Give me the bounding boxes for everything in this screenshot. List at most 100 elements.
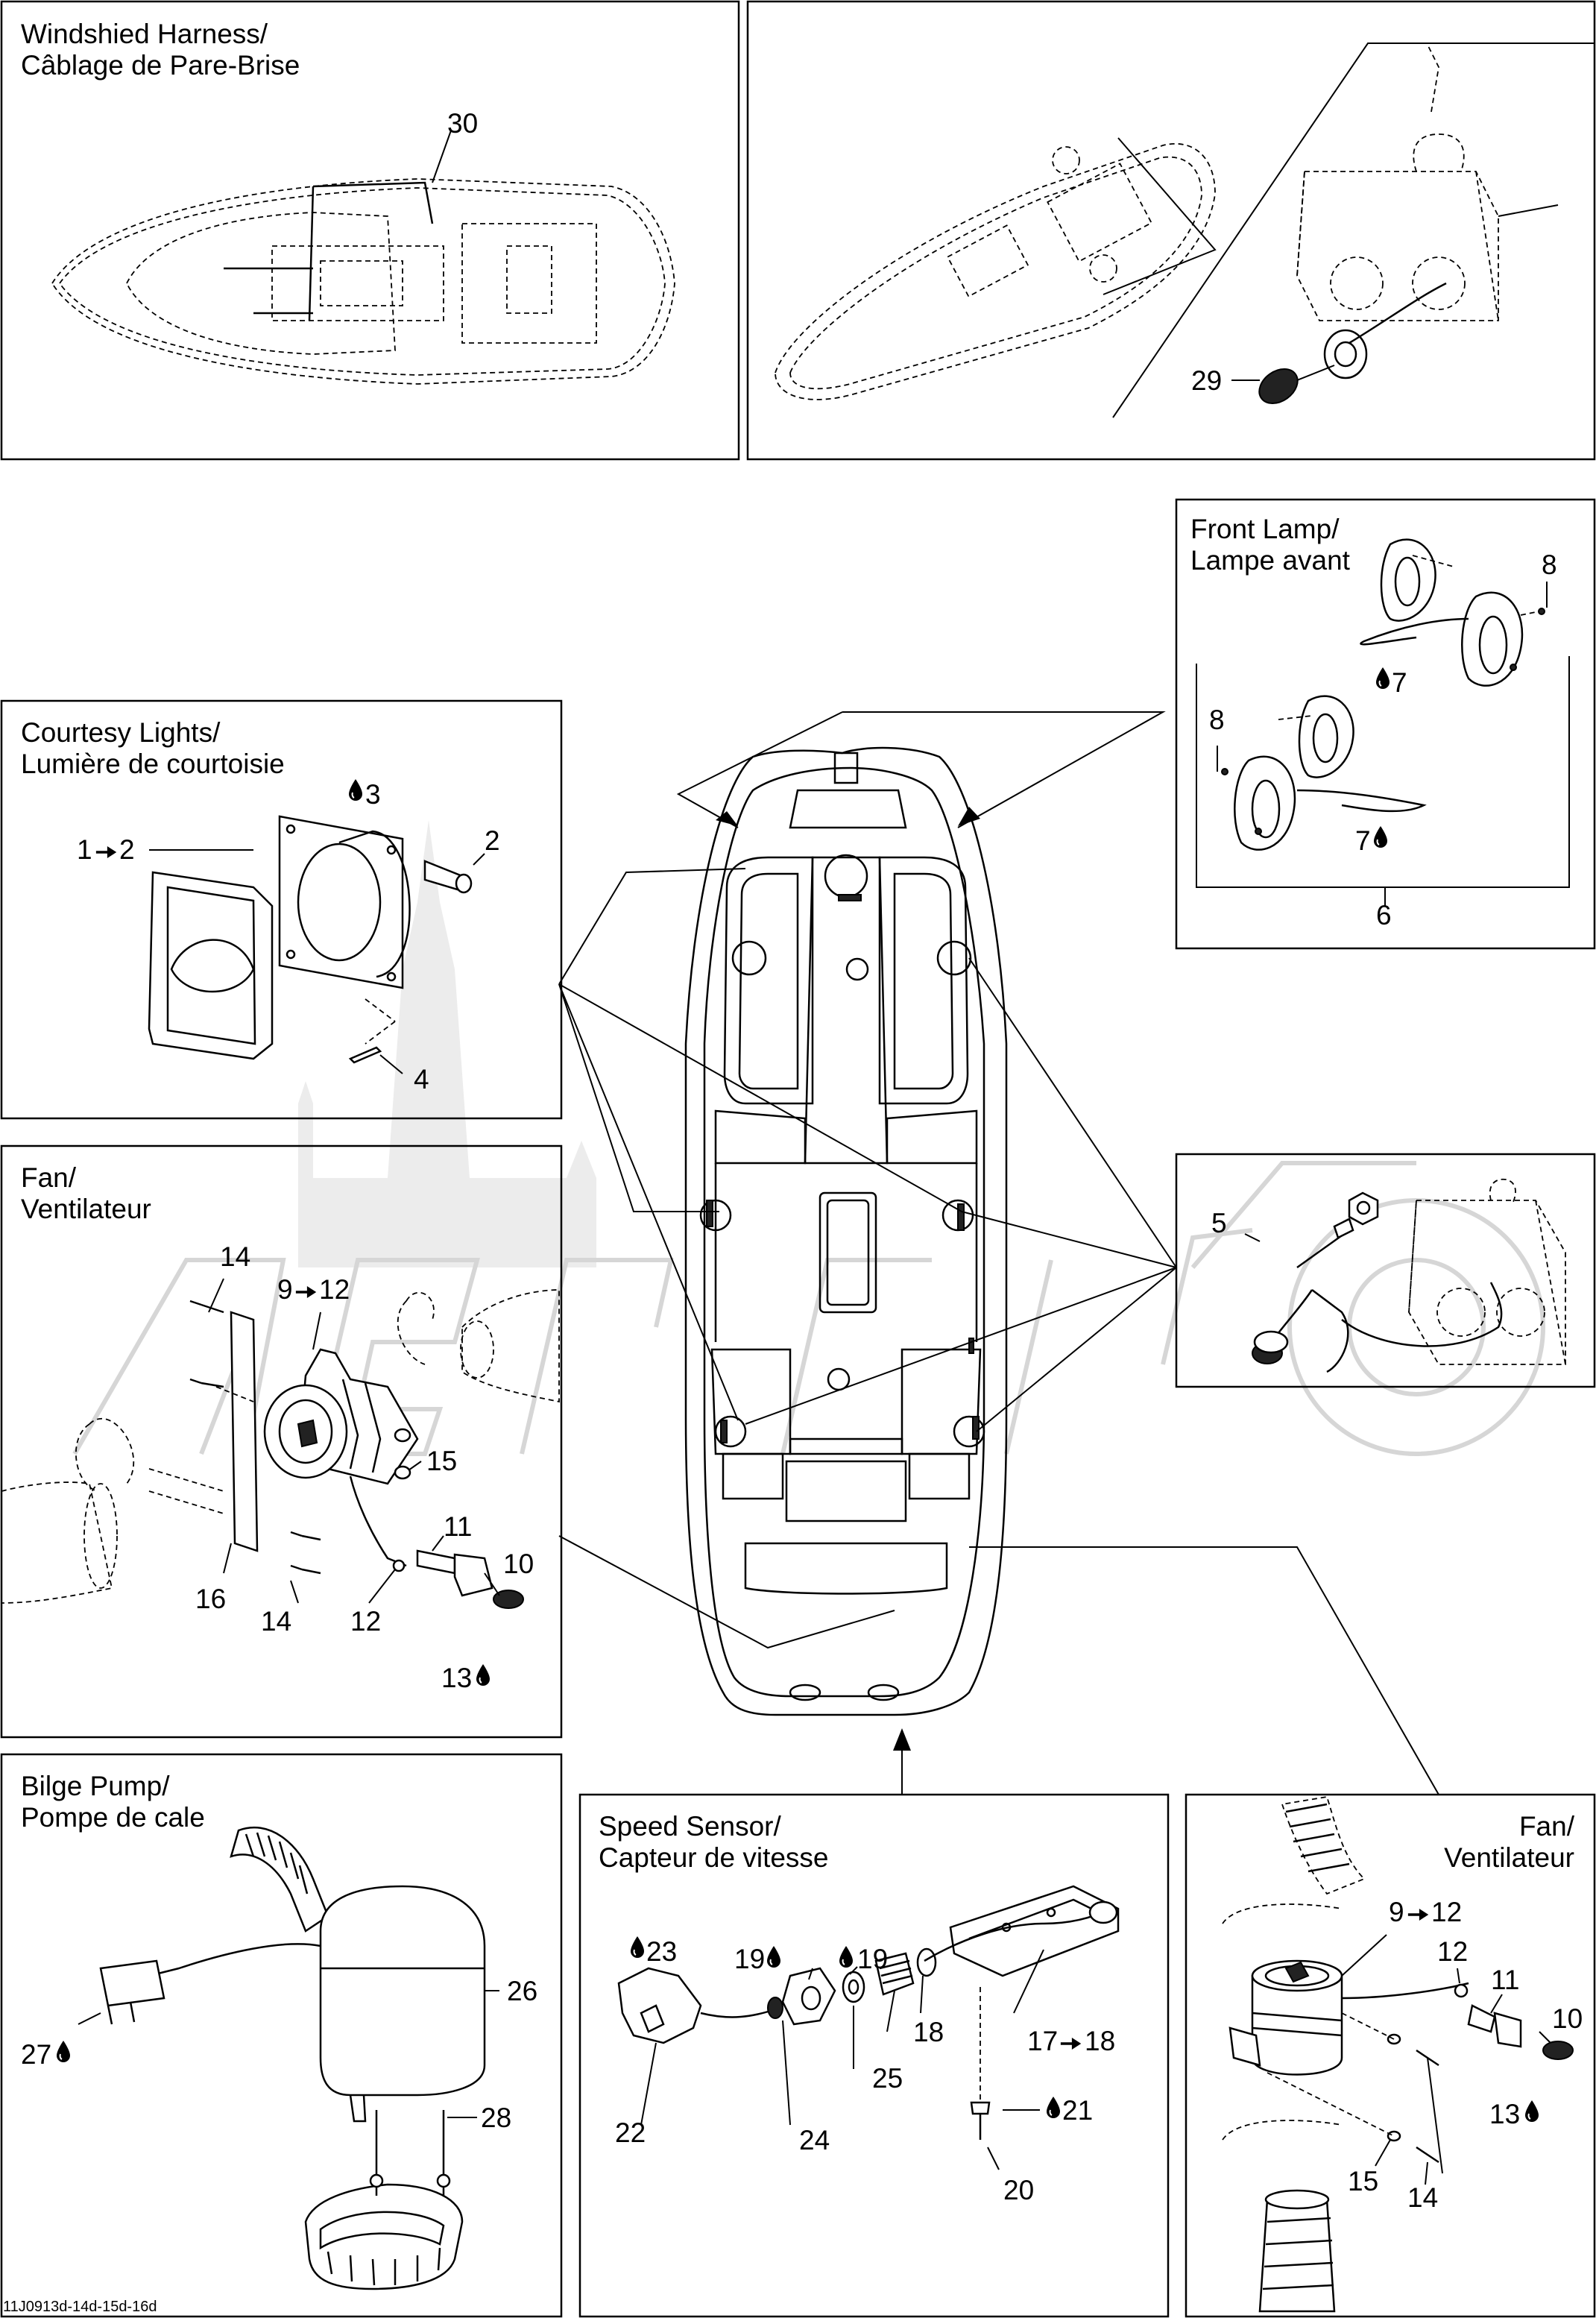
label-16: 16 xyxy=(195,1584,226,1614)
courtesy-light-drawing xyxy=(148,815,473,1064)
label-13: 13 xyxy=(441,1663,472,1693)
leader-16 xyxy=(223,1543,232,1574)
right-arrow-icon xyxy=(1407,1907,1430,1922)
windshield-hull-drawing xyxy=(51,178,675,385)
leader-12r xyxy=(1457,1968,1460,1984)
label-12r-a: 12 xyxy=(1431,1897,1462,1927)
label-20: 20 xyxy=(1003,2175,1034,2205)
bilge-title-1: Bilge Pump/ xyxy=(21,1771,170,1801)
windshield-panel xyxy=(0,0,740,461)
label-19b: 19 xyxy=(857,1944,888,1974)
oil-drop-icon xyxy=(1375,667,1390,690)
front-lamp-title-1: Front Lamp/ xyxy=(1190,514,1340,544)
label-11r: 11 xyxy=(1491,1965,1519,1995)
front-lamp-panel xyxy=(1175,498,1596,950)
label-9: 9 xyxy=(277,1274,293,1305)
label-28: 28 xyxy=(481,2103,511,2133)
leader-14a xyxy=(208,1278,224,1313)
footer-code: 11J0913d-14d-15d-16d xyxy=(3,2299,157,2315)
hull-top-view xyxy=(684,746,1008,1716)
label-14r: 14 xyxy=(1407,2182,1438,2213)
right-arrow-icon xyxy=(1060,2036,1082,2051)
leader-24 xyxy=(782,2020,791,2126)
label-17: 17 xyxy=(1027,2026,1058,2056)
right-arrow-icon xyxy=(295,1285,318,1300)
label-25: 25 xyxy=(872,2063,903,2094)
label-19a: 19 xyxy=(734,1944,765,1974)
leader-9r xyxy=(1341,1934,1387,1977)
label-21: 21 xyxy=(1062,2095,1093,2126)
right-arrow-icon xyxy=(95,845,118,860)
label-26: 26 xyxy=(507,1976,537,2006)
leader-4 xyxy=(379,1054,403,1074)
label-5: 5 xyxy=(1211,1208,1227,1238)
leader-10r xyxy=(1539,2031,1551,2044)
fan-right-title-2: Ventilateur xyxy=(1444,1842,1574,1873)
speed-title-1: Speed Sensor/ xyxy=(599,1811,782,1842)
label-22: 22 xyxy=(615,2117,646,2148)
leader-20 xyxy=(987,2147,1000,2170)
hull-leaders xyxy=(558,711,1439,1795)
leader-30 xyxy=(432,130,452,183)
label-3: 3 xyxy=(365,779,381,810)
label-8b: 8 xyxy=(1209,705,1225,735)
leader-22 xyxy=(640,2042,657,2126)
bilge-title-2: Pompe de cale xyxy=(21,1802,205,1833)
label-23: 23 xyxy=(646,1936,677,1967)
leader-18a xyxy=(920,1975,924,2014)
label-6: 6 xyxy=(1376,900,1392,930)
label-15: 15 xyxy=(426,1446,457,1476)
oil-drop-icon xyxy=(476,1664,491,1686)
leader-18b xyxy=(886,1990,895,2032)
leader-27 xyxy=(78,2012,101,2025)
label-10: 10 xyxy=(503,1549,534,1579)
leader-10 xyxy=(484,1572,500,1596)
label-9r: 9 xyxy=(1389,1897,1404,1927)
leader-19b xyxy=(849,1966,858,1975)
fan-left-panel xyxy=(0,1144,563,1739)
fan-left-title-2: Ventilateur xyxy=(21,1194,151,1224)
label-15r: 15 xyxy=(1348,2166,1378,2196)
top-right-hull-drawing xyxy=(775,42,1595,418)
speed-title-2: Capteur de vitesse xyxy=(599,1842,829,1873)
front-lamp-title-2: Lampe avant xyxy=(1190,545,1351,576)
leader-15 xyxy=(408,1461,422,1471)
leader-5 xyxy=(1244,1233,1261,1242)
label-18a: 18 xyxy=(913,2017,944,2047)
fan-right-title-1: Fan/ xyxy=(1519,1811,1575,1842)
label-12a: 12 xyxy=(319,1274,350,1305)
label-4: 4 xyxy=(414,1064,429,1095)
label-7a: 7 xyxy=(1392,667,1407,698)
label-10r: 10 xyxy=(1552,2003,1583,2034)
oil-drop-icon xyxy=(630,1936,645,1959)
bracket-6 xyxy=(1196,656,1570,888)
label-29: 29 xyxy=(1191,365,1222,396)
oil-drop-icon xyxy=(766,1946,781,1968)
leader-14r-vert xyxy=(1427,2057,1443,2174)
leader-9 xyxy=(312,1311,321,1350)
fan-left-drawing xyxy=(1,1289,560,1609)
top-right-panel xyxy=(746,0,1596,461)
leader-2 xyxy=(473,853,485,866)
label-2a: 2 xyxy=(119,834,135,865)
oil-drop-icon xyxy=(839,1946,854,1968)
leader-12b xyxy=(368,1569,396,1604)
speed-sensor-panel xyxy=(578,1793,1170,2318)
leader-14b xyxy=(290,1580,299,1604)
leader-15r xyxy=(1375,2139,1391,2167)
oil-drop-icon xyxy=(1046,2097,1061,2119)
label-1: 1 xyxy=(77,834,92,865)
label-24: 24 xyxy=(799,2125,830,2155)
label-30: 30 xyxy=(447,108,478,139)
label-12b: 12 xyxy=(350,1606,381,1637)
oil-drop-icon xyxy=(348,779,363,801)
oil-drop-icon xyxy=(1524,2100,1539,2123)
windshield-title-1: Windshied Harness/ xyxy=(21,19,268,49)
bilge-pump-panel xyxy=(0,1753,563,2318)
fan-left-title-1: Fan/ xyxy=(21,1162,77,1193)
courtesy-title-1: Courtesy Lights/ xyxy=(21,717,221,748)
label-14a: 14 xyxy=(220,1241,250,1272)
label-12r-b: 12 xyxy=(1437,1936,1468,1967)
connector-panel xyxy=(1175,1153,1596,1388)
